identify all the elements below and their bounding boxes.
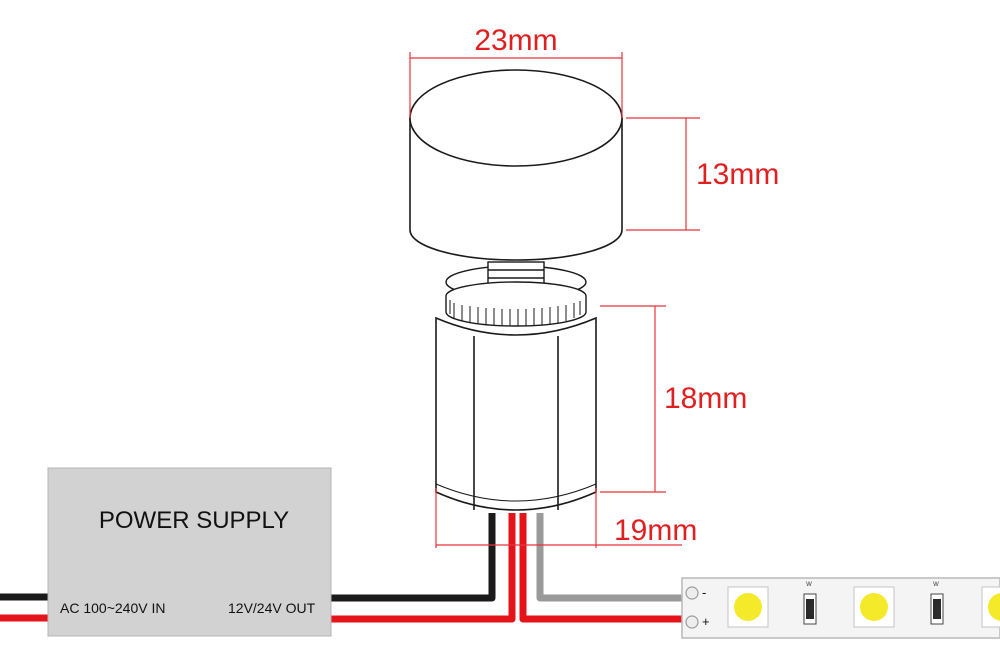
resistor-mark: W (933, 582, 939, 588)
knurled-nut (445, 296, 587, 327)
led-emitter (988, 593, 1000, 621)
dimension-knob-width: 23mm (474, 24, 557, 57)
knob-top-face (409, 69, 623, 167)
dimension-labels: 23mm 13mm 18mm 19mm (474, 24, 779, 547)
dc-red-wire-in (330, 513, 516, 623)
power-supply-input-label: AC 100~240V IN (60, 600, 165, 616)
dimension-lines (409, 52, 700, 548)
solder-pad-plus (685, 615, 699, 629)
housing-body (435, 316, 597, 511)
strip-plus-label: + (702, 614, 710, 629)
power-supply: POWER SUPPLY AC 100~240V IN 12V/24V OUT (47, 467, 332, 637)
dimension-body-width: 19mm (614, 514, 697, 547)
resistor-code: 151 (936, 603, 942, 614)
power-supply-box (47, 467, 332, 637)
wires (0, 513, 690, 623)
solder-pad-minus (685, 586, 699, 600)
power-supply-title: POWER SUPPLY (99, 507, 289, 534)
nut-knurling (449, 300, 581, 326)
dimmer-knob (409, 69, 623, 261)
led-strip: - + W 151 W 151 (681, 577, 1000, 639)
led-emitter (734, 593, 762, 621)
resistor-code: 151 (809, 603, 815, 614)
dimmer-housing (435, 316, 597, 511)
led-emitter (860, 593, 888, 621)
dimmer-shaft (445, 261, 587, 327)
dimension-knob-height: 13mm (696, 158, 779, 191)
strip-minus-label: - (702, 585, 706, 600)
dimension-body-height: 18mm (664, 382, 747, 415)
housing-bottom-rim (435, 483, 597, 502)
resistor-mark: W (806, 582, 812, 588)
dc-gray-wire (536, 513, 690, 602)
dc-black-wire (330, 513, 496, 602)
power-supply-output-label: 12V/24V OUT (228, 600, 316, 616)
dc-red-wire-out (519, 513, 690, 623)
